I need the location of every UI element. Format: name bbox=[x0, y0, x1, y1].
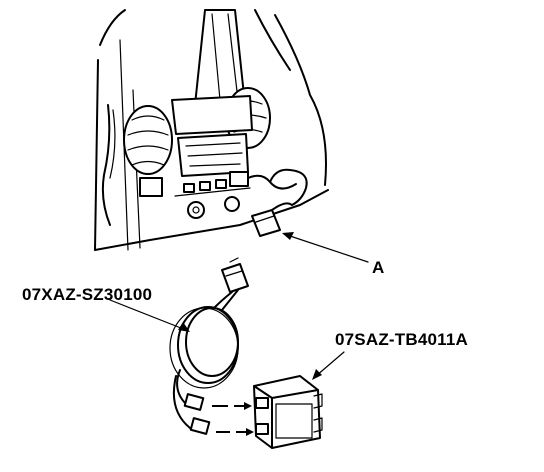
leader-line-tester bbox=[312, 351, 345, 380]
dashboard-console-drawing bbox=[94, 9, 329, 251]
leader-line-cable bbox=[109, 299, 190, 332]
leader-line-a bbox=[282, 232, 369, 263]
callout-tester-unit: 07SAZ-TB4011A bbox=[335, 330, 468, 349]
adapter-cable-drawing bbox=[169, 257, 249, 435]
callout-adapter-cable: 07XAZ-SZ30100 bbox=[22, 285, 153, 304]
vehicle-connector-a bbox=[251, 202, 293, 237]
tester-unit-drawing bbox=[253, 375, 323, 449]
callout-a: A bbox=[372, 258, 385, 277]
connection-arrows bbox=[212, 402, 254, 436]
